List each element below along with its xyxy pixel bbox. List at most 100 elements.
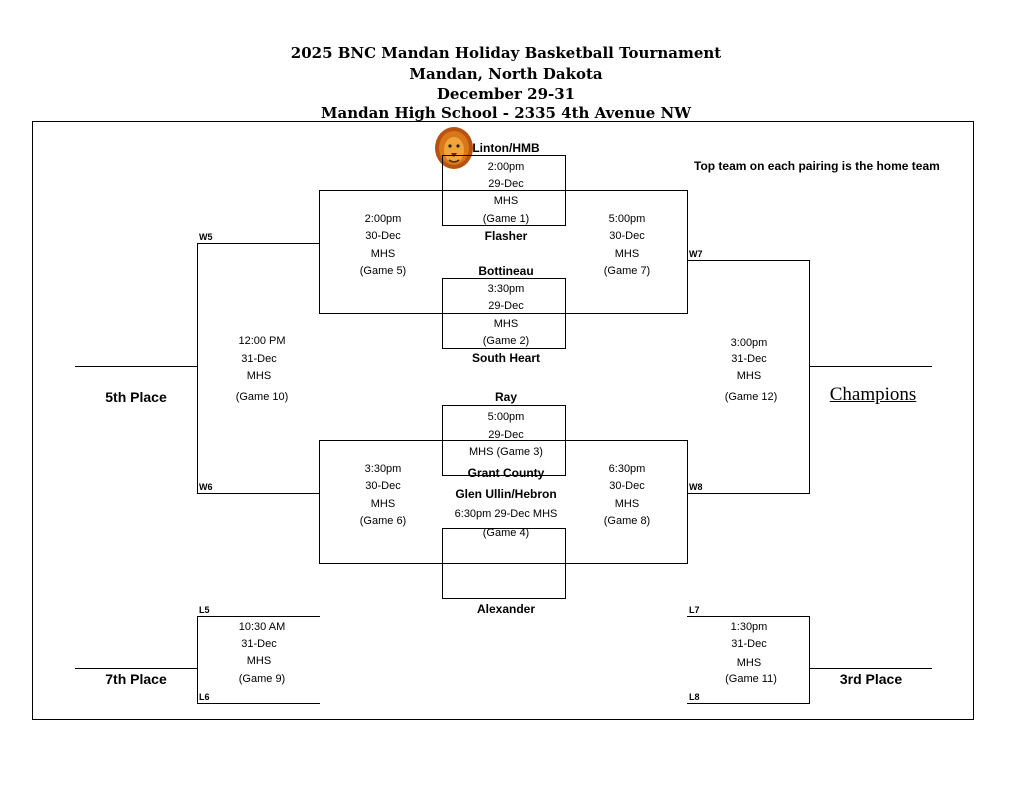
g10-time: 12:00 PM <box>238 335 286 347</box>
tag-l7: L7 <box>689 605 700 615</box>
g9-time: 10:30 AM <box>238 621 286 633</box>
g11-label: (Game 11) <box>725 673 777 685</box>
g5-label: (Game 5) <box>359 265 407 277</box>
seventh-place-label: 7th Place <box>105 671 167 687</box>
g11-date: 31-Dec <box>731 638 767 650</box>
g11-vertical-line <box>809 616 810 704</box>
g11-top-line <box>687 616 810 617</box>
g5-time: 2:00pm <box>364 213 402 225</box>
bracket-frame <box>32 121 974 720</box>
g10-label: (Game 10) <box>235 391 289 403</box>
team-ray: Ray <box>494 390 518 404</box>
g6-time: 3:30pm <box>364 463 402 475</box>
g2-time: 3:30pm <box>487 283 525 295</box>
g12-site: MHS <box>736 370 762 382</box>
lion-head-icon <box>435 127 473 169</box>
fifth-place-label: 5th Place <box>105 389 167 405</box>
g6-label: (Game 6) <box>359 515 407 527</box>
g11-time: 1:30pm <box>730 621 768 633</box>
g10-site: MHS <box>246 370 272 382</box>
seventh-place-line <box>75 668 198 669</box>
tag-w6: W6 <box>199 482 213 492</box>
tag-w5: W5 <box>199 232 213 242</box>
g2-site: MHS <box>493 318 519 330</box>
g12-time: 3:00pm <box>730 337 768 349</box>
g5-date: 30-Dec <box>365 230 401 242</box>
g3-site-label: MHS (Game 3) <box>469 446 543 458</box>
g1-top-line <box>442 155 566 156</box>
g4-bottom-line <box>442 598 566 599</box>
g7-date: 30-Dec <box>609 230 645 242</box>
g3-date: 29-Dec <box>488 429 524 441</box>
g5-site: MHS <box>370 248 396 260</box>
g11-bottom-line <box>687 703 810 704</box>
tag-w8: W8 <box>689 482 703 492</box>
title-line-4: Mandan High School - 2335 4th Avenue NW <box>320 104 692 122</box>
g4-label: (Game 4) <box>482 527 530 539</box>
tag-l8: L8 <box>689 692 700 702</box>
third-place-line <box>809 668 932 669</box>
g1-bottom-line <box>442 225 566 226</box>
team-flasher: Flasher <box>484 229 528 243</box>
g4-info: 6:30pm 29-Dec MHS <box>454 508 558 520</box>
g12-label: (Game 12) <box>724 391 778 403</box>
g5-g7-top-line <box>319 190 688 191</box>
g4-top-line <box>442 528 566 529</box>
team-linton-hmb: Linton/HMB <box>472 141 540 155</box>
g10-date: 31-Dec <box>241 353 277 365</box>
third-place-label: 3rd Place <box>839 671 903 687</box>
g6-site: MHS <box>370 498 396 510</box>
tag-w7: W7 <box>689 249 703 259</box>
g8-site: MHS <box>614 498 640 510</box>
g8-right-line <box>687 440 688 564</box>
g1-time: 2:00pm <box>487 161 525 173</box>
home-team-note: Top team on each pairing is the home tea… <box>694 159 940 173</box>
g7-site: MHS <box>614 248 640 260</box>
g3-top-line <box>442 405 566 406</box>
title-line-3: December 29-31 <box>436 85 576 103</box>
g1-site: MHS <box>493 195 519 207</box>
tag-l5: L5 <box>199 605 210 615</box>
g5-g7-bottom-line <box>319 313 688 314</box>
g7-label: (Game 7) <box>603 265 651 277</box>
g12-vertical-line <box>809 260 810 494</box>
g2-date: 29-Dec <box>488 300 524 312</box>
tag-l6: L6 <box>199 692 210 702</box>
g9-label: (Game 9) <box>238 673 286 685</box>
team-glen-ullin-hebron: Glen Ullin/Hebron <box>455 487 557 501</box>
g10-top-line <box>197 243 320 244</box>
g7-time: 5:00pm <box>608 213 646 225</box>
g3-bottom-line <box>442 475 566 476</box>
g11-site: MHS <box>736 657 762 669</box>
g9-vertical-line <box>197 616 198 704</box>
g1-date: 29-Dec <box>488 178 524 190</box>
g12-date: 31-Dec <box>731 353 767 365</box>
g10-vertical-line <box>197 243 198 494</box>
g6-date: 30-Dec <box>365 480 401 492</box>
team-south-heart: South Heart <box>471 351 541 365</box>
g2-top-line <box>442 278 566 279</box>
g5-left-line <box>319 190 320 314</box>
g12-bottom-line <box>687 493 810 494</box>
g6-left-line <box>319 440 320 564</box>
champions-label: Champions <box>829 384 917 405</box>
g6-g8-bottom-line <box>319 563 688 564</box>
title-line-1: 2025 BNC Mandan Holiday Basketball Tourn… <box>290 44 722 62</box>
g2-label: (Game 2) <box>482 335 530 347</box>
champions-line <box>809 366 932 367</box>
team-grant-county: Grant County <box>467 466 545 480</box>
team-alexander: Alexander <box>476 602 536 616</box>
team-bottineau: Bottineau <box>478 264 534 278</box>
g8-time: 6:30pm <box>608 463 646 475</box>
fifth-place-line <box>75 366 198 367</box>
g6-g8-top-line <box>319 440 688 441</box>
g2-bottom-line <box>442 348 566 349</box>
g3-time: 5:00pm <box>487 411 525 423</box>
g9-site: MHS <box>246 655 272 667</box>
title-line-2: Mandan, North Dakota <box>409 65 603 83</box>
g1-label: (Game 1) <box>482 213 530 225</box>
g9-bottom-line <box>197 703 320 704</box>
g7-right-line <box>687 190 688 314</box>
g9-top-line <box>197 616 320 617</box>
g12-top-line <box>687 260 810 261</box>
